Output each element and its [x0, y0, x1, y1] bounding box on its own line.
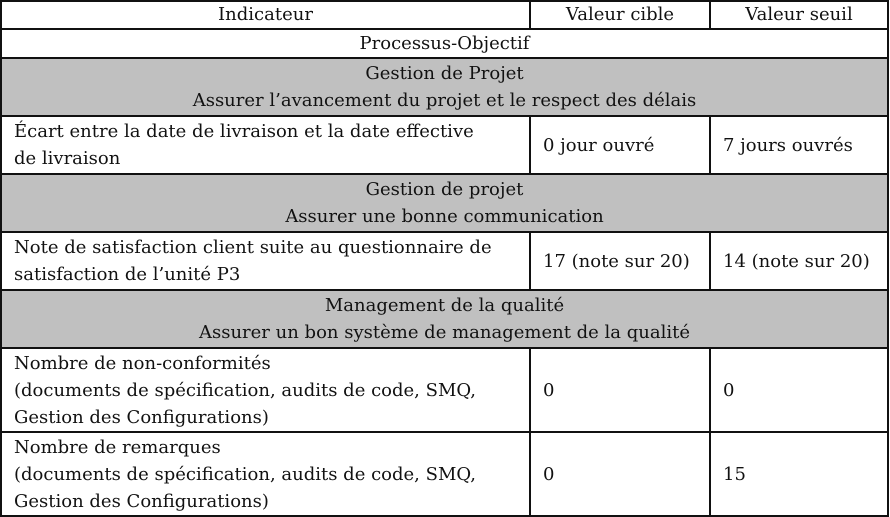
indicator-cell: Note de satisfaction client suite au que… — [0, 231, 531, 291]
indicator-line: Écart entre la date de livraison et la d… — [14, 121, 474, 142]
table-row: Écart entre la date de livraison et la d… — [0, 115, 889, 175]
target-value-cell: 0 — [529, 431, 711, 517]
indicator-cell: Nombre de non-conformités (documents de … — [0, 347, 531, 433]
processus-objectif-title: Processus-Objectif — [0, 28, 889, 59]
indicator-cell: Nombre de remarques (documents de spécif… — [0, 431, 531, 517]
indicator-line: (documents de spécification, audits de c… — [14, 463, 476, 485]
target-value-cell: 0 jour ouvré — [529, 115, 711, 175]
header-valeur-cible: Valeur cible — [529, 0, 711, 30]
section-header-row: Gestion de Projet Assurer l’avancement d… — [0, 57, 889, 117]
threshold-value-cell: 0 — [709, 347, 889, 433]
indicator-line: Nombre de remarques — [14, 436, 221, 458]
indicator-line: Nombre de non-conformités — [14, 352, 271, 374]
threshold-value-cell: 7 jours ouvrés — [709, 115, 889, 175]
target-value-cell: 0 — [529, 347, 711, 433]
header-indicateur: Indicateur — [0, 0, 531, 30]
section-process-label: Gestion de projet — [365, 179, 524, 200]
threshold-value-cell: 14 (note sur 20) — [709, 231, 889, 291]
section-objective-label: Assurer une bonne communication — [285, 206, 604, 227]
section-process-label: Gestion de Projet — [365, 63, 524, 84]
target-value-cell: 17 (note sur 20) — [529, 231, 711, 291]
indicator-cell: Écart entre la date de livraison et la d… — [0, 115, 531, 175]
header-valeur-seuil: Valeur seuil — [709, 0, 889, 30]
indicator-line: (documents de spécification, audits de c… — [14, 379, 476, 401]
indicator-line: Gestion des Configurations) — [14, 406, 269, 428]
table-row: Nombre de non-conformités (documents de … — [0, 347, 889, 433]
indicator-line: satisfaction de l’unité P3 — [14, 264, 241, 285]
section-header-cell: Gestion de projet Assurer une bonne comm… — [0, 173, 889, 233]
section-objective-label: Assurer l’avancement du projet et le res… — [192, 90, 697, 111]
section-header-cell: Management de la qualité Assurer un bon … — [0, 289, 889, 349]
section-objective-label: Assurer un bon système de management de … — [198, 322, 691, 343]
processus-objectif-row: Processus-Objectif — [0, 28, 889, 59]
table-header-row: Indicateur Valeur cible Valeur seuil — [0, 0, 889, 30]
indicator-line: de livraison — [14, 148, 121, 169]
section-header-cell: Gestion de Projet Assurer l’avancement d… — [0, 57, 889, 117]
threshold-value-cell: 15 — [709, 431, 889, 517]
table-row: Nombre de remarques (documents de spécif… — [0, 431, 889, 517]
section-process-label: Management de la qualité — [324, 295, 565, 316]
table-row: Note de satisfaction client suite au que… — [0, 231, 889, 291]
indicator-line: Gestion des Configurations) — [14, 490, 269, 512]
indicator-line: Note de satisfaction client suite au que… — [14, 237, 492, 258]
section-header-row: Gestion de projet Assurer une bonne comm… — [0, 173, 889, 233]
section-header-row: Management de la qualité Assurer un bon … — [0, 289, 889, 349]
